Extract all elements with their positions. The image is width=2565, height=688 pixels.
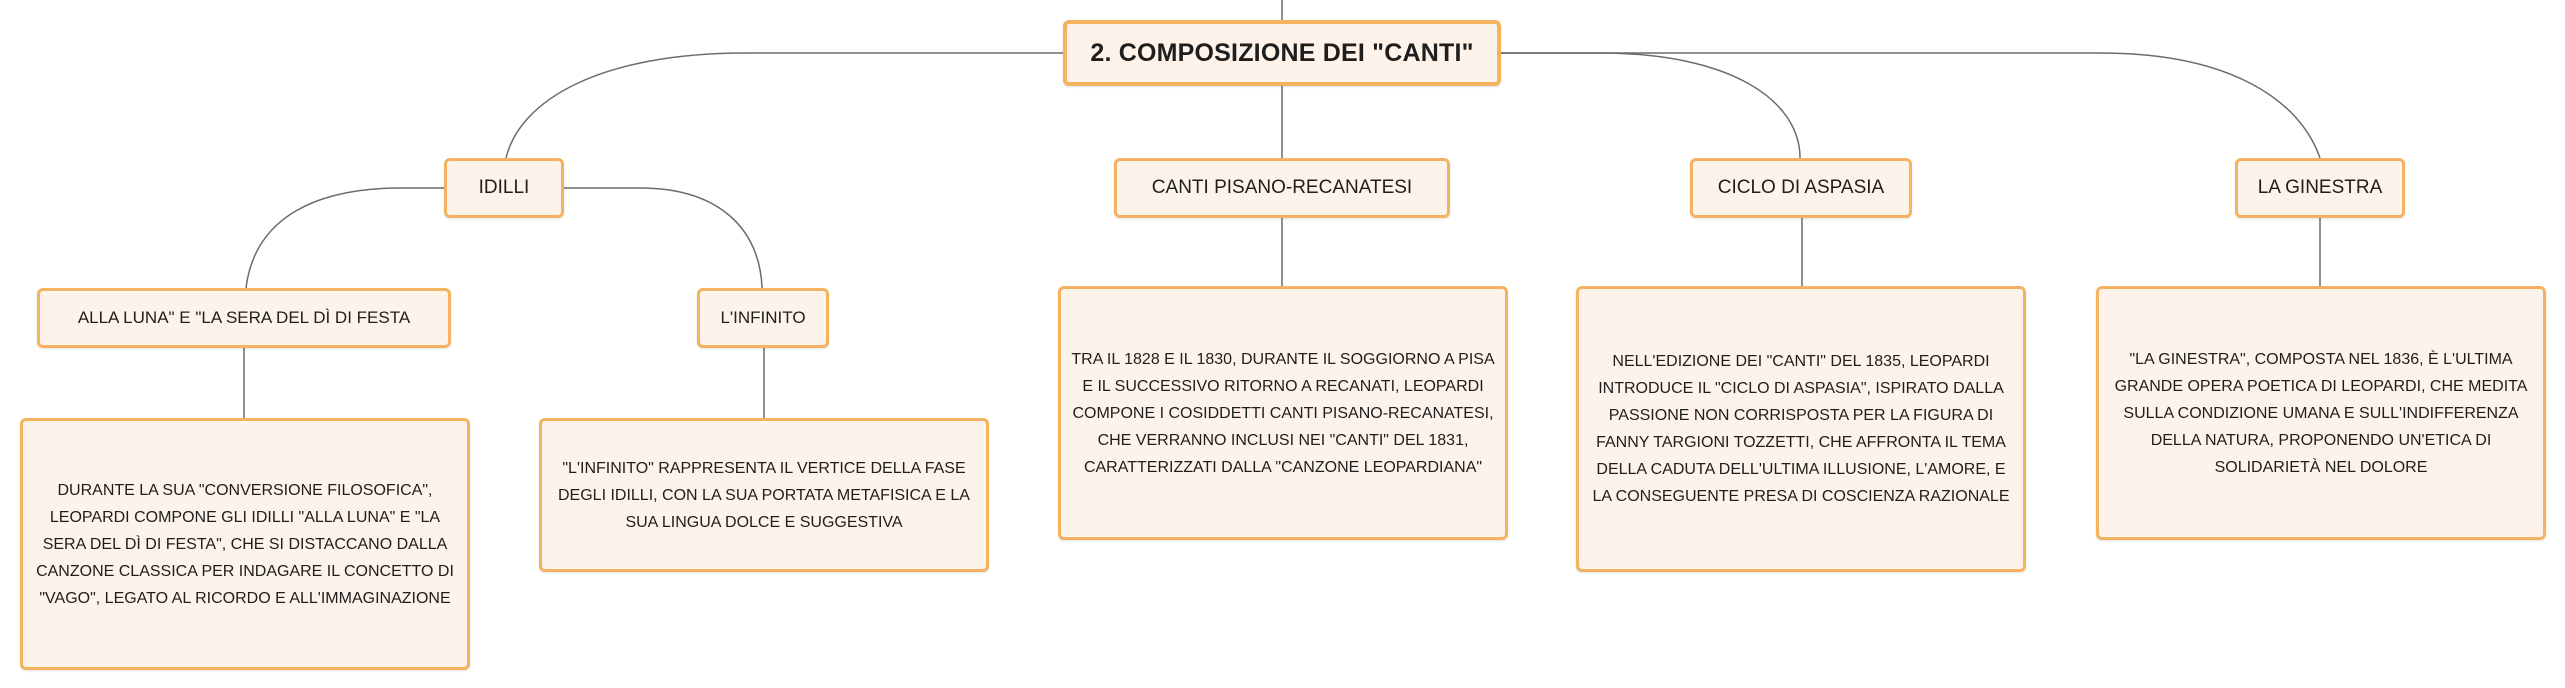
la-ginestra-label: LA GINESTRA: [2257, 177, 2383, 198]
connector-root-aspasia: [1500, 52, 1801, 159]
connector-root-ginestra: [1500, 52, 2321, 159]
alla-luna-detail[interactable]: DURANTE LA SUA "CONVERSIONE FILOSOFICA",…: [20, 418, 470, 670]
ciclo-di-aspasia-detail[interactable]: NELL'EDIZIONE DEI "CANTI" DEL 1835, LEOP…: [1576, 286, 2026, 572]
root-label: 2. COMPOSIZIONE DEI "CANTI": [1090, 38, 1474, 67]
idilli-label: IDILLI: [478, 177, 530, 198]
idilli-node[interactable]: IDILLI: [444, 158, 564, 218]
ciclo-di-aspasia-label: CICLO DI ASPASIA: [1717, 177, 1885, 198]
connector-root-idilli: [505, 52, 1063, 159]
alla-luna-node[interactable]: ALLA LUNA" E "LA SERA DEL DÌ DI FESTA: [37, 288, 451, 348]
connector-idilli-infinito: [564, 187, 763, 289]
infinito-node[interactable]: L'INFINITO: [697, 288, 829, 348]
ciclo-di-aspasia-node[interactable]: CICLO DI ASPASIA: [1690, 158, 1912, 218]
root-node[interactable]: 2. COMPOSIZIONE DEI "CANTI": [1063, 20, 1501, 86]
pisano-recanatesi-detail[interactable]: TRA IL 1828 E IL 1830, DURANTE IL SOGGIO…: [1058, 286, 1508, 540]
ciclo-di-aspasia-detail-text: NELL'EDIZIONE DEI "CANTI" DEL 1835, LEOP…: [1592, 353, 2010, 505]
infinito-detail[interactable]: "L'INFINITO" RAPPRESENTA IL VERTICE DELL…: [539, 418, 989, 572]
infinito-label: L'INFINITO: [720, 308, 806, 327]
la-ginestra-detail-text: "LA GINESTRA", COMPOSTA NEL 1836, È L'UL…: [2114, 350, 2528, 476]
alla-luna-label: ALLA LUNA" E "LA SERA DEL DÌ DI FESTA: [77, 308, 411, 327]
pisano-recanatesi-node[interactable]: CANTI PISANO-RECANATESI: [1114, 158, 1450, 218]
la-ginestra-node[interactable]: LA GINESTRA: [2235, 158, 2405, 218]
infinito-detail-text: "L'INFINITO" RAPPRESENTA IL VERTICE DELL…: [558, 459, 970, 531]
alla-luna-detail-text: DURANTE LA SUA "CONVERSIONE FILOSOFICA",…: [36, 481, 454, 607]
la-ginestra-detail[interactable]: "LA GINESTRA", COMPOSTA NEL 1836, È L'UL…: [2096, 286, 2546, 540]
connector-idilli-alla-luna: [245, 187, 444, 289]
pisano-recanatesi-detail-text: TRA IL 1828 E IL 1830, DURANTE IL SOGGIO…: [1071, 350, 1495, 476]
pisano-recanatesi-label: CANTI PISANO-RECANATESI: [1151, 177, 1413, 198]
